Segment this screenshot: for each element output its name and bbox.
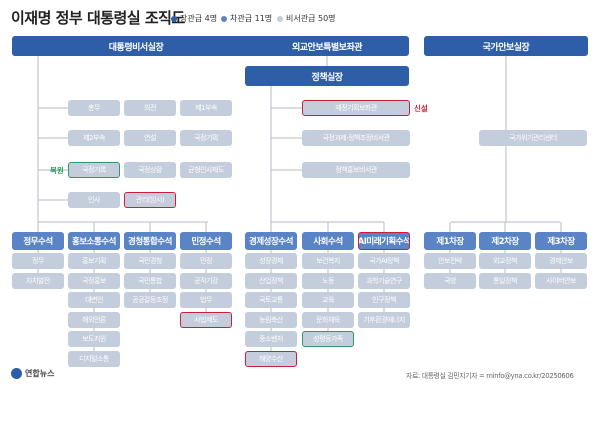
policy-chief-box: 정책실장 <box>245 66 409 86</box>
chief-secretary-box: 대통령비서실장 <box>12 36 260 56</box>
secretary-unit: 공직기강 <box>180 272 232 289</box>
chief-staff-unit: 균형인사제도 <box>180 162 232 178</box>
policy-unit: 국정과제·정책조정비서관 <box>302 130 410 146</box>
secretary-unit: 통일정책 <box>479 272 531 289</box>
secretary-unit: 보건복지 <box>302 253 354 269</box>
secretary-unit: 인구정책 <box>358 292 410 308</box>
senior-secretary-box: 민정수석 <box>180 232 232 250</box>
secretary-unit: 디지털소통 <box>68 350 120 367</box>
senior-secretary-box: 제2차장 <box>479 232 531 250</box>
secretary-unit: 외교정책 <box>479 253 531 269</box>
chief-staff-unit: 연설 <box>124 130 176 146</box>
secretary-unit: 성평등가족 <box>302 331 354 347</box>
logo-text: 연합뉴스 <box>25 369 55 378</box>
senior-secretary-box: 경제성장수석 <box>245 232 297 250</box>
secretary-unit: 해외언론 <box>68 311 120 328</box>
secretary-unit: 산업정책 <box>245 272 297 289</box>
secretary-unit: 중소벤처 <box>245 331 297 347</box>
restored-note: 복원 <box>50 166 64 175</box>
secretary-unit: 기후환경에너지 <box>358 311 410 328</box>
legend-item: 비서관급 50명 <box>277 13 336 24</box>
chief-staff-unit: 인사 <box>68 192 120 208</box>
policy-unit: 정책홍보비서관 <box>302 162 410 178</box>
secretary-unit: 사이버안보 <box>535 272 587 289</box>
secretary-unit: 홍보기획 <box>68 253 120 269</box>
secretary-unit: 과학기술연구 <box>358 272 410 289</box>
legend-dot-icon <box>171 15 177 22</box>
yonhap-logo-icon <box>11 368 22 379</box>
secretary-unit: 경제안보 <box>535 253 587 269</box>
senior-secretary-box: 경청통합수석 <box>124 232 176 250</box>
secretary-unit: 국정홍보 <box>68 272 120 289</box>
policy-unit: 재정기획보좌관 <box>302 100 410 116</box>
secretary-unit: 국토교통 <box>245 292 297 308</box>
legend-item: 차관급 11명 <box>221 13 272 24</box>
secretary-unit: 민정 <box>180 253 232 269</box>
secretary-unit: 해양수산 <box>245 350 297 367</box>
secretary-unit: 노동 <box>302 272 354 289</box>
senior-secretary-box: 제3차장 <box>535 232 587 250</box>
chief-staff-unit: 국정기획 <box>180 130 232 146</box>
secretary-unit: 국방 <box>424 272 476 289</box>
chief-staff-unit: 총무 <box>68 100 120 116</box>
chief-staff-unit: 제1부속 <box>180 100 232 116</box>
secretary-unit: 문화체육 <box>302 311 354 328</box>
secretary-unit: 농림축산 <box>245 311 297 328</box>
senior-secretary-box: AI미래기획수석 <box>358 232 410 250</box>
legend-dot-icon <box>221 15 227 22</box>
chief-staff-unit: 제2부속 <box>68 130 120 146</box>
national-security-office-box: 국가안보실장 <box>424 36 588 56</box>
secretary-unit: 국민통합 <box>124 272 176 289</box>
chief-staff-unit: 국정기록 <box>68 162 120 178</box>
chart-title: 이재명 정부 대통령실 조직도 <box>11 9 185 27</box>
secretary-unit: 법무 <box>180 292 232 308</box>
national-security-advisor-box: 외교안보특별보좌관 <box>245 36 409 56</box>
new-note: 신설 <box>414 104 428 113</box>
secretary-unit: 공공갈등조정 <box>124 292 176 308</box>
senior-secretary-box: 제1차장 <box>424 232 476 250</box>
secretary-unit: 자치발전 <box>12 272 64 289</box>
source-credit: 자료: 대통령실 김민지기자 = minfo@yna.co.kr/2025060… <box>406 372 574 380</box>
secretary-unit: 국민경청 <box>124 253 176 269</box>
legend-label: 비서관급 50명 <box>286 14 336 23</box>
secretary-unit: 안보전략 <box>424 253 476 269</box>
yonhap-logo: 연합뉴스 <box>11 368 54 379</box>
legend-item: 장관급 4명 <box>171 13 217 24</box>
legend-label: 차관급 11명 <box>230 14 273 23</box>
chief-staff-unit: 관리(임시) <box>124 192 176 208</box>
chief-staff-unit: 국정상황 <box>124 162 176 178</box>
security-unit: 국가위기관리센터 <box>479 130 587 146</box>
secretary-unit: 정무 <box>12 253 64 269</box>
secretary-unit: 성장경제 <box>245 253 297 269</box>
senior-secretary-box: 사회수석 <box>302 232 354 250</box>
secretary-unit: 대변인 <box>68 292 120 308</box>
secretary-unit: 보도지원 <box>68 331 120 347</box>
secretary-unit: 교육 <box>302 292 354 308</box>
senior-secretary-box: 홍보소통수석 <box>68 232 120 250</box>
secretary-unit: 국가AI정책 <box>358 253 410 269</box>
legend-label: 장관급 4명 <box>180 14 218 23</box>
senior-secretary-box: 정무수석 <box>12 232 64 250</box>
chief-staff-unit: 의전 <box>124 100 176 116</box>
legend-dot-icon <box>277 15 283 22</box>
secretary-unit: 사법제도 <box>180 311 232 328</box>
